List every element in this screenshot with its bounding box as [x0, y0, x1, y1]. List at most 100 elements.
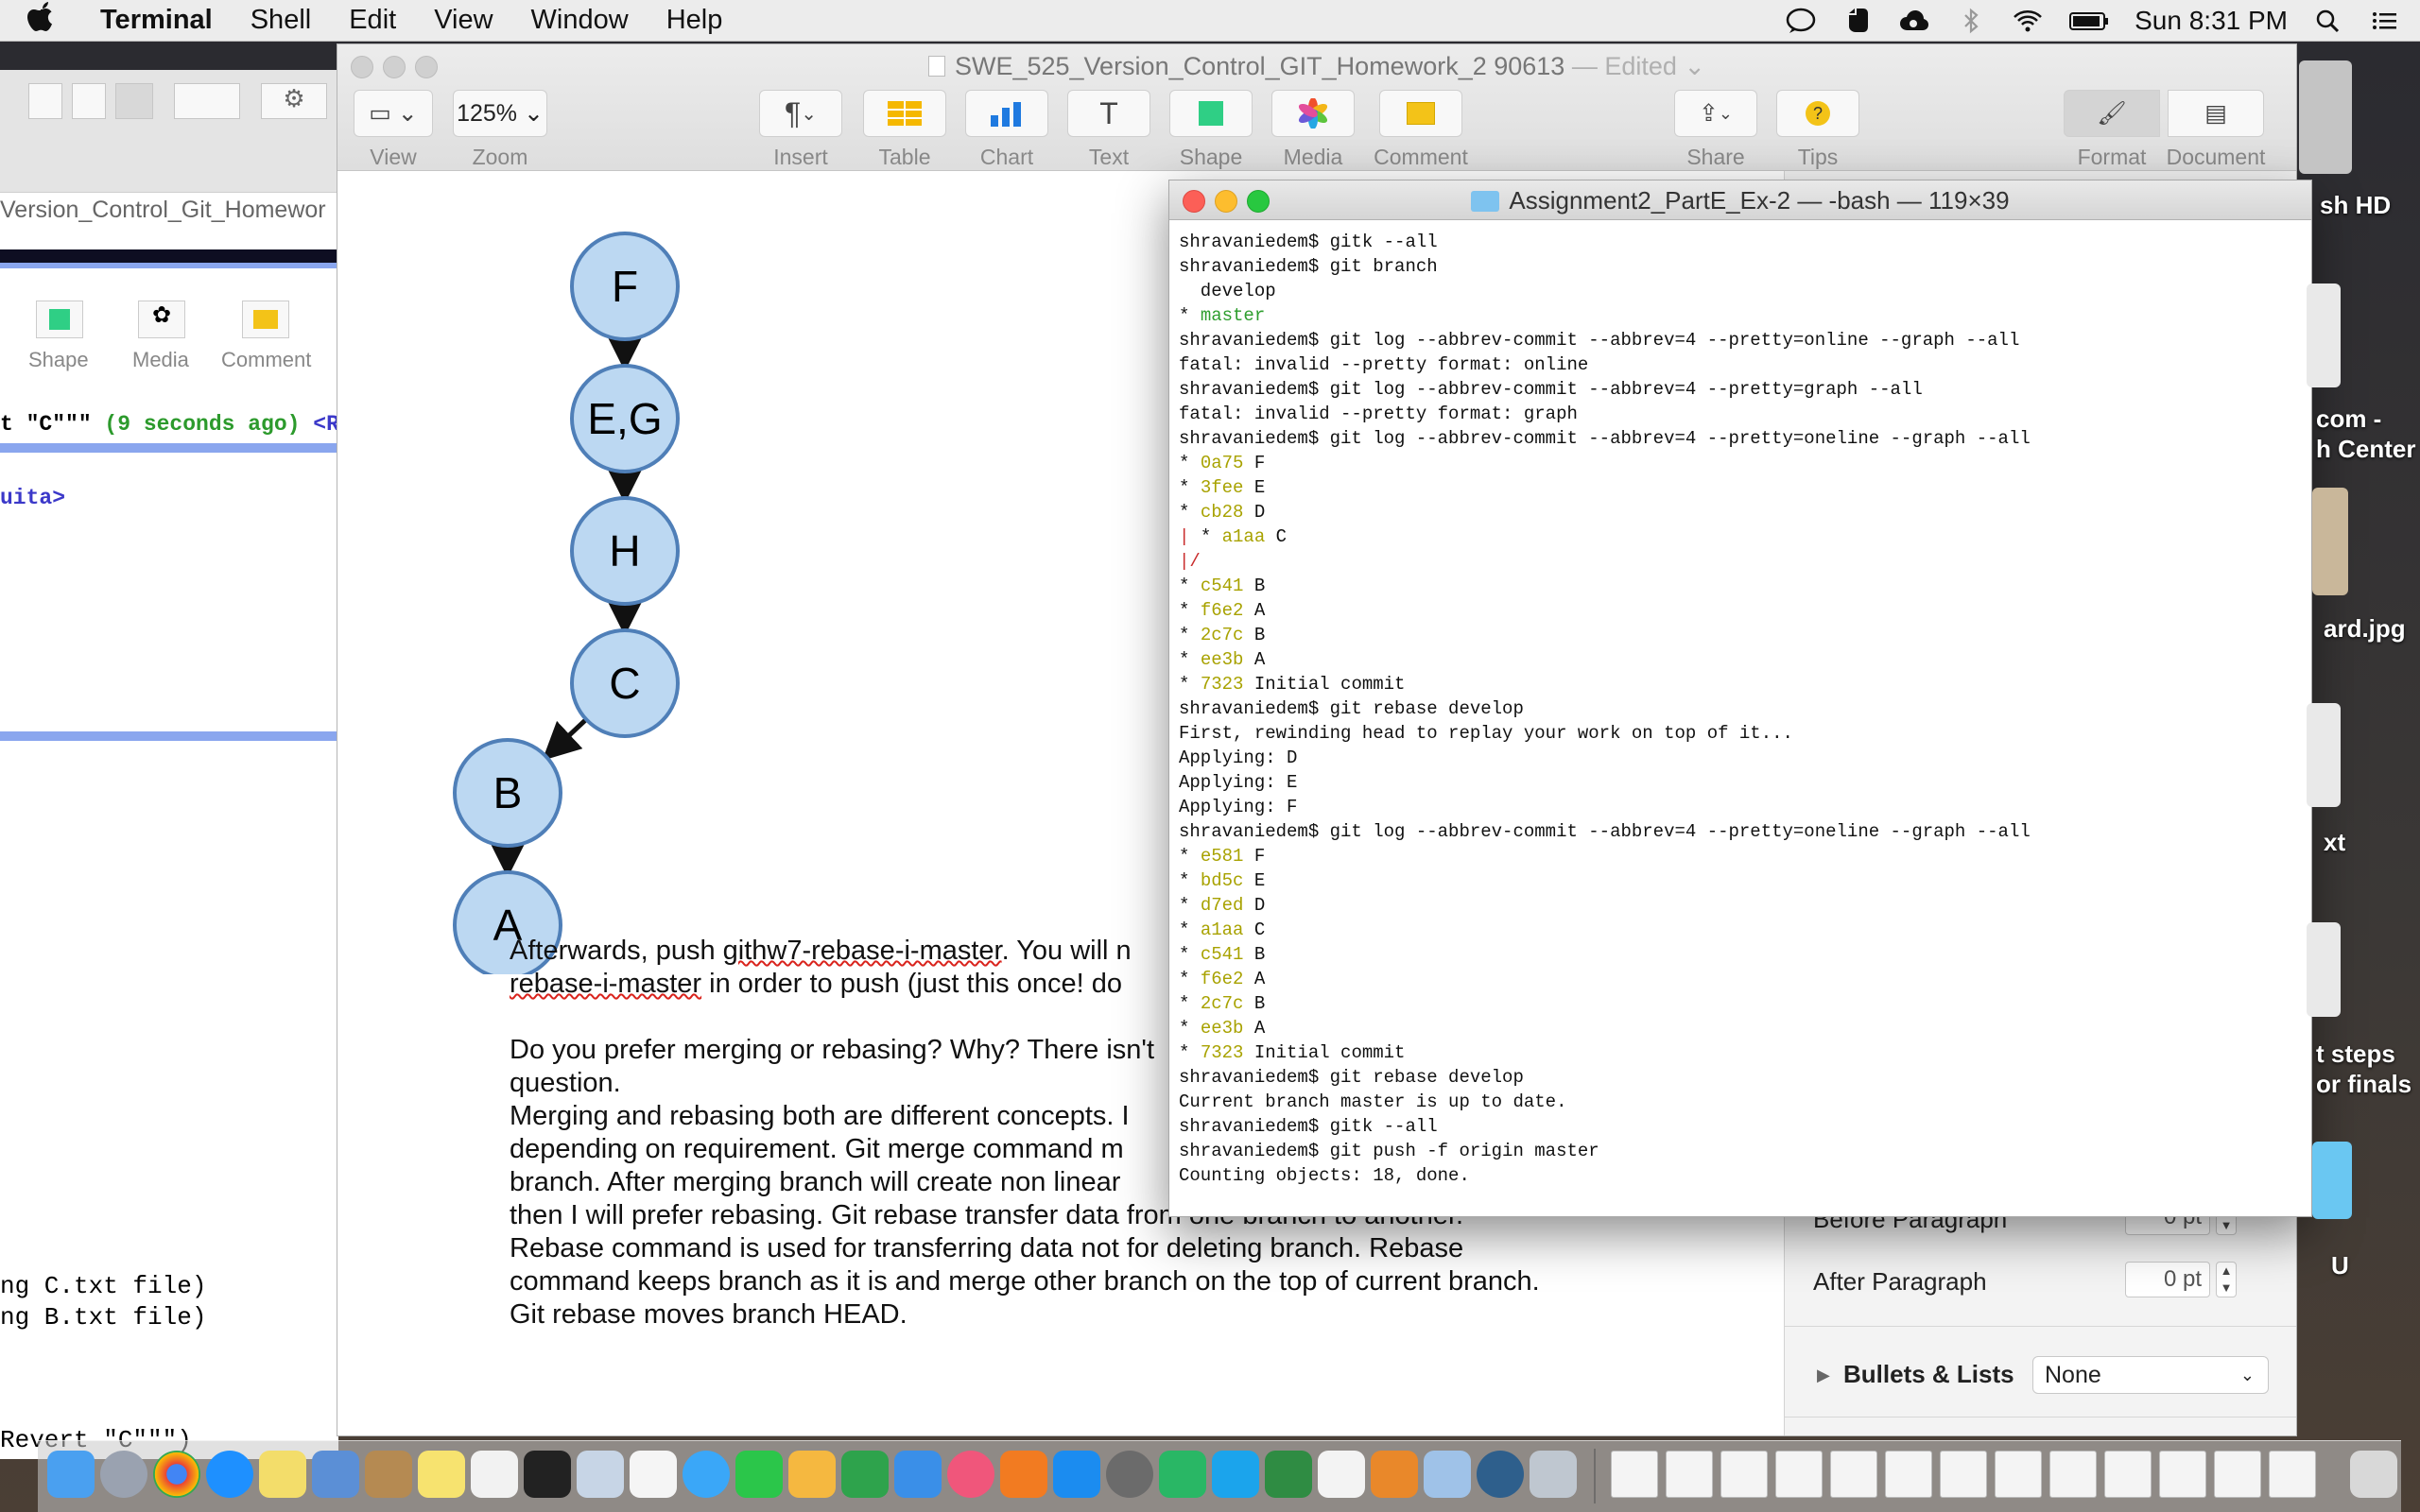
dock-document-thumbnail[interactable]	[1720, 1451, 1768, 1498]
close-button[interactable]	[351, 56, 373, 78]
desktop-icon-label[interactable]: com -	[2316, 404, 2382, 433]
toolbar-view[interactable]: ▭ ⌄ View	[351, 90, 436, 170]
mail-icon[interactable]	[312, 1451, 359, 1498]
eclipse-icon[interactable]	[1477, 1451, 1524, 1498]
gear-icon[interactable]: ⚙	[261, 83, 327, 119]
bullets-select[interactable]: None⌄	[2032, 1356, 2269, 1394]
facetime-icon[interactable]	[735, 1451, 783, 1498]
after-paragraph-stepper[interactable]: ▲▼	[2216, 1262, 2237, 1297]
app-store-icon[interactable]	[1053, 1451, 1100, 1498]
skype-icon[interactable]	[1212, 1451, 1259, 1498]
dock-document-thumbnail[interactable]	[1995, 1451, 2042, 1498]
desktop-icon-label[interactable]: or finals	[2316, 1070, 2412, 1098]
menu-edit[interactable]: Edit	[349, 5, 397, 35]
dock-document-thumbnail[interactable]	[1885, 1451, 1932, 1498]
paragraph[interactable]: depending on requirement. Git merge comm…	[510, 1134, 1124, 1164]
paragraph[interactable]: Git rebase moves branch HEAD.	[510, 1299, 908, 1330]
menu-help[interactable]: Help	[666, 5, 723, 35]
list-view-icon[interactable]	[28, 83, 62, 119]
bullets-lists-label[interactable]: Bullets & Lists	[1843, 1360, 2014, 1388]
desktop-icon-label[interactable]: ard.jpg	[2324, 614, 2406, 643]
menu-view[interactable]: View	[434, 5, 493, 35]
toolbar-share[interactable]: ⇪ ⌄ Share	[1674, 90, 1757, 170]
arrange-icon[interactable]	[174, 83, 240, 119]
notes-icon[interactable]	[259, 1451, 306, 1498]
chat-bubble-icon[interactable]	[1785, 8, 1817, 34]
itunes-icon[interactable]	[947, 1451, 994, 1498]
paragraph[interactable]: Merging and rebasing both are different …	[510, 1101, 1130, 1131]
textedit-icon[interactable]	[1318, 1451, 1365, 1498]
comment-button[interactable]	[242, 301, 289, 338]
toolbar-chart[interactable]: Chart	[965, 90, 1048, 170]
menu-app-name[interactable]: Terminal	[100, 5, 213, 35]
toolbar-table[interactable]: Table	[863, 90, 946, 170]
android-file-transfer-icon[interactable]	[1159, 1451, 1206, 1498]
toolbar-text[interactable]: T Text	[1067, 90, 1150, 170]
zoom-button[interactable]	[1247, 190, 1270, 213]
paragraph[interactable]: Rebase command is used for transferring …	[510, 1233, 1464, 1263]
file-icon[interactable]	[2307, 922, 2341, 1017]
virtualbox-icon[interactable]	[1424, 1451, 1471, 1498]
numbers-icon[interactable]	[841, 1451, 889, 1498]
photos-icon[interactable]	[630, 1451, 677, 1498]
dock-document-thumbnail[interactable]	[2214, 1451, 2261, 1498]
evernote-dock-icon[interactable]	[1265, 1451, 1312, 1498]
zoom-button[interactable]	[415, 56, 438, 78]
image-capture-icon[interactable]	[1530, 1451, 1577, 1498]
folder-icon[interactable]	[2312, 1142, 2352, 1219]
image-file-icon[interactable]	[2312, 488, 2348, 595]
reminders-icon[interactable]	[471, 1451, 518, 1498]
menubar-clock[interactable]: Sun 8:31 PM	[2135, 6, 2288, 35]
trash-icon[interactable]	[2350, 1451, 2397, 1498]
minimize-button[interactable]	[383, 56, 406, 78]
apple-menu-icon[interactable]	[26, 1, 81, 41]
paragraph[interactable]: command keeps branch as it is and merge …	[510, 1266, 1540, 1297]
desktop-icon-label[interactable]: sh HD	[2320, 191, 2392, 219]
toolbar-media[interactable]: Media	[1271, 90, 1355, 170]
paragraph[interactable]: branch. After merging branch will create…	[510, 1167, 1121, 1197]
media-button[interactable]: ✿	[138, 301, 185, 338]
paragraph[interactable]: rebase-i-master in order to push (just t…	[510, 969, 1122, 999]
dock-document-thumbnail[interactable]	[2269, 1451, 2316, 1498]
dock-document-thumbnail[interactable]	[1666, 1451, 1713, 1498]
paragraph[interactable]: Do you prefer merging or rebasing? Why? …	[510, 1035, 1154, 1065]
notification-center-icon[interactable]	[2369, 8, 2401, 34]
creative-cloud-icon[interactable]	[1898, 8, 1930, 34]
menu-window[interactable]: Window	[530, 5, 629, 35]
after-paragraph-field[interactable]: 0 pt	[2125, 1262, 2210, 1297]
file-icon[interactable]	[2307, 703, 2341, 807]
close-button[interactable]	[1183, 190, 1205, 213]
desktop-icon-label[interactable]: h Center	[2316, 435, 2416, 463]
chrome-icon[interactable]	[153, 1451, 200, 1498]
toolbar-shape[interactable]: Shape	[1169, 90, 1253, 170]
contacts-icon[interactable]	[365, 1451, 412, 1498]
shape-button[interactable]	[36, 301, 83, 338]
paragraph[interactable]: Afterwards, push githw7-rebase-i-master.…	[510, 936, 1132, 966]
desktop-icon-label[interactable]: t steps	[2316, 1040, 2395, 1068]
system-preferences-icon[interactable]	[1106, 1451, 1153, 1498]
dock-document-thumbnail[interactable]	[2159, 1451, 2206, 1498]
dock-document-thumbnail[interactable]	[1775, 1451, 1823, 1498]
preview-icon[interactable]	[577, 1451, 624, 1498]
stickies-icon[interactable]	[418, 1451, 465, 1498]
safari-icon[interactable]	[206, 1451, 253, 1498]
keynote-icon[interactable]	[894, 1451, 942, 1498]
desktop-icon-label[interactable]: xt	[2324, 828, 2346, 856]
terminal-icon[interactable]	[524, 1451, 571, 1498]
evernote-icon[interactable]	[1841, 8, 1874, 34]
battery-icon[interactable]	[2068, 8, 2110, 34]
paragraph[interactable]: question.	[510, 1068, 621, 1098]
menu-shell[interactable]: Shell	[250, 5, 312, 35]
zoom-select[interactable]: 125% ⌄	[453, 90, 547, 137]
column-view-icon[interactable]	[72, 83, 106, 119]
minimize-button[interactable]	[1215, 190, 1237, 213]
file-icon[interactable]	[2307, 284, 2341, 387]
toolbar-insert[interactable]: ¶ ⌄ Insert	[759, 90, 842, 170]
dock-document-thumbnail[interactable]	[1940, 1451, 1987, 1498]
messages-icon[interactable]	[683, 1451, 730, 1498]
toolbar-comment[interactable]: Comment	[1374, 90, 1468, 170]
gallery-view-icon[interactable]	[115, 83, 153, 119]
desktop-icon-label[interactable]: U	[2331, 1251, 2349, 1280]
spotlight-search-icon[interactable]	[2312, 8, 2344, 34]
